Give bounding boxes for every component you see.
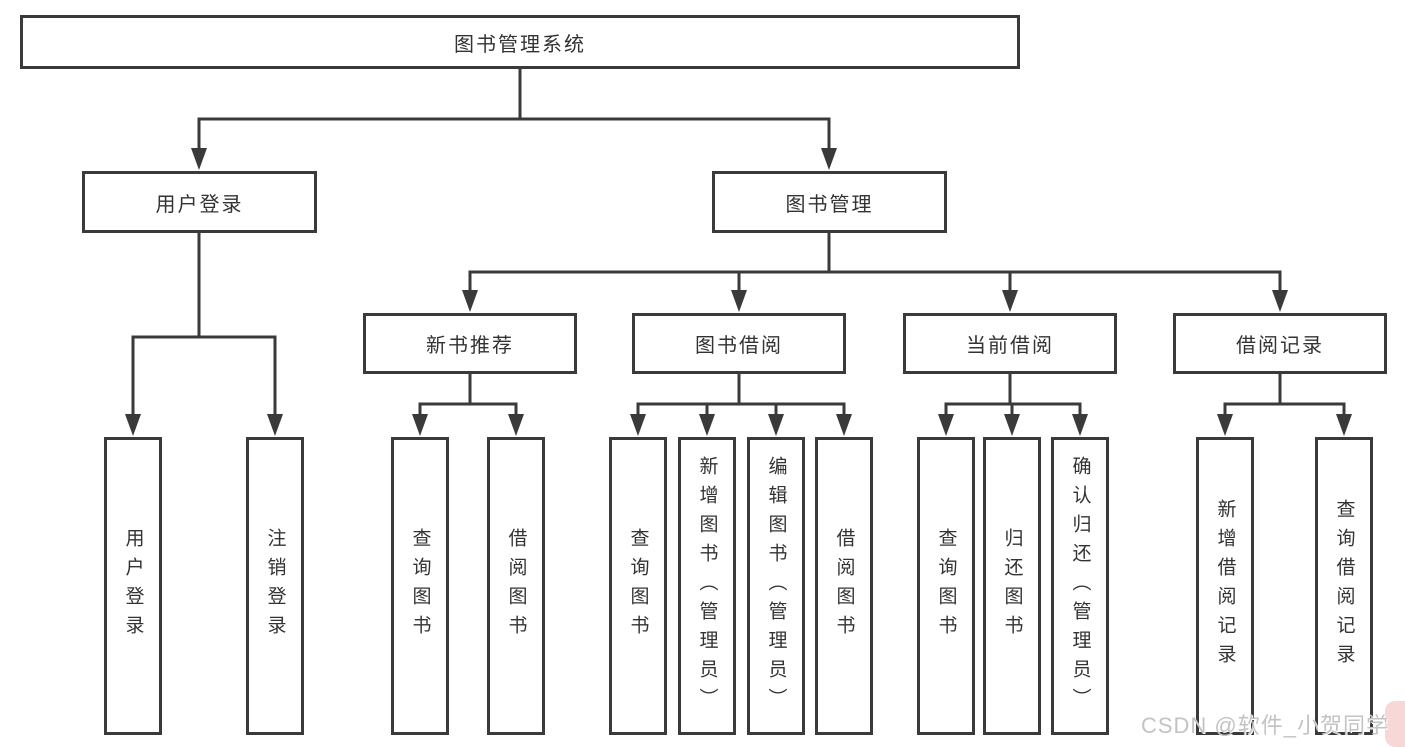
leaf-add-book-admin: 新增图书（管理员）: [678, 437, 736, 735]
leaf-user-login: 用户登录: [104, 437, 162, 735]
node-book-borrow: 图书借阅: [632, 313, 846, 374]
node-current-borrow: 当前借阅: [903, 313, 1117, 374]
leaf-query-books-recommend: 查询图书: [391, 437, 449, 735]
leaf-logout: 注销登录: [246, 437, 304, 735]
node-new-book-recommend: 新书推荐: [363, 313, 577, 374]
leaf-borrow-books-recommend: 借阅图书: [487, 437, 545, 735]
node-root: 图书管理系统: [20, 15, 1020, 69]
node-user-login: 用户登录: [82, 171, 317, 233]
leaf-query-books-borrow: 查询图书: [609, 437, 667, 735]
csdn-watermark-badge: [1385, 701, 1405, 747]
leaf-query-borrow-record: 查询借阅记录: [1315, 437, 1373, 735]
leaf-borrow-books: 借阅图书: [815, 437, 873, 735]
leaf-confirm-return-admin: 确认归还（管理员）: [1051, 437, 1109, 735]
node-book-management: 图书管理: [712, 171, 947, 233]
csdn-watermark-text: CSDN @软件_小贺同学: [1140, 713, 1389, 738]
leaf-edit-book-admin: 编辑图书（管理员）: [747, 437, 805, 735]
leaf-add-borrow-record: 新增借阅记录: [1196, 437, 1254, 735]
leaf-return-book: 归还图书: [983, 437, 1041, 735]
leaf-query-books-current: 查询图书: [917, 437, 975, 735]
node-borrow-records: 借阅记录: [1173, 313, 1387, 374]
